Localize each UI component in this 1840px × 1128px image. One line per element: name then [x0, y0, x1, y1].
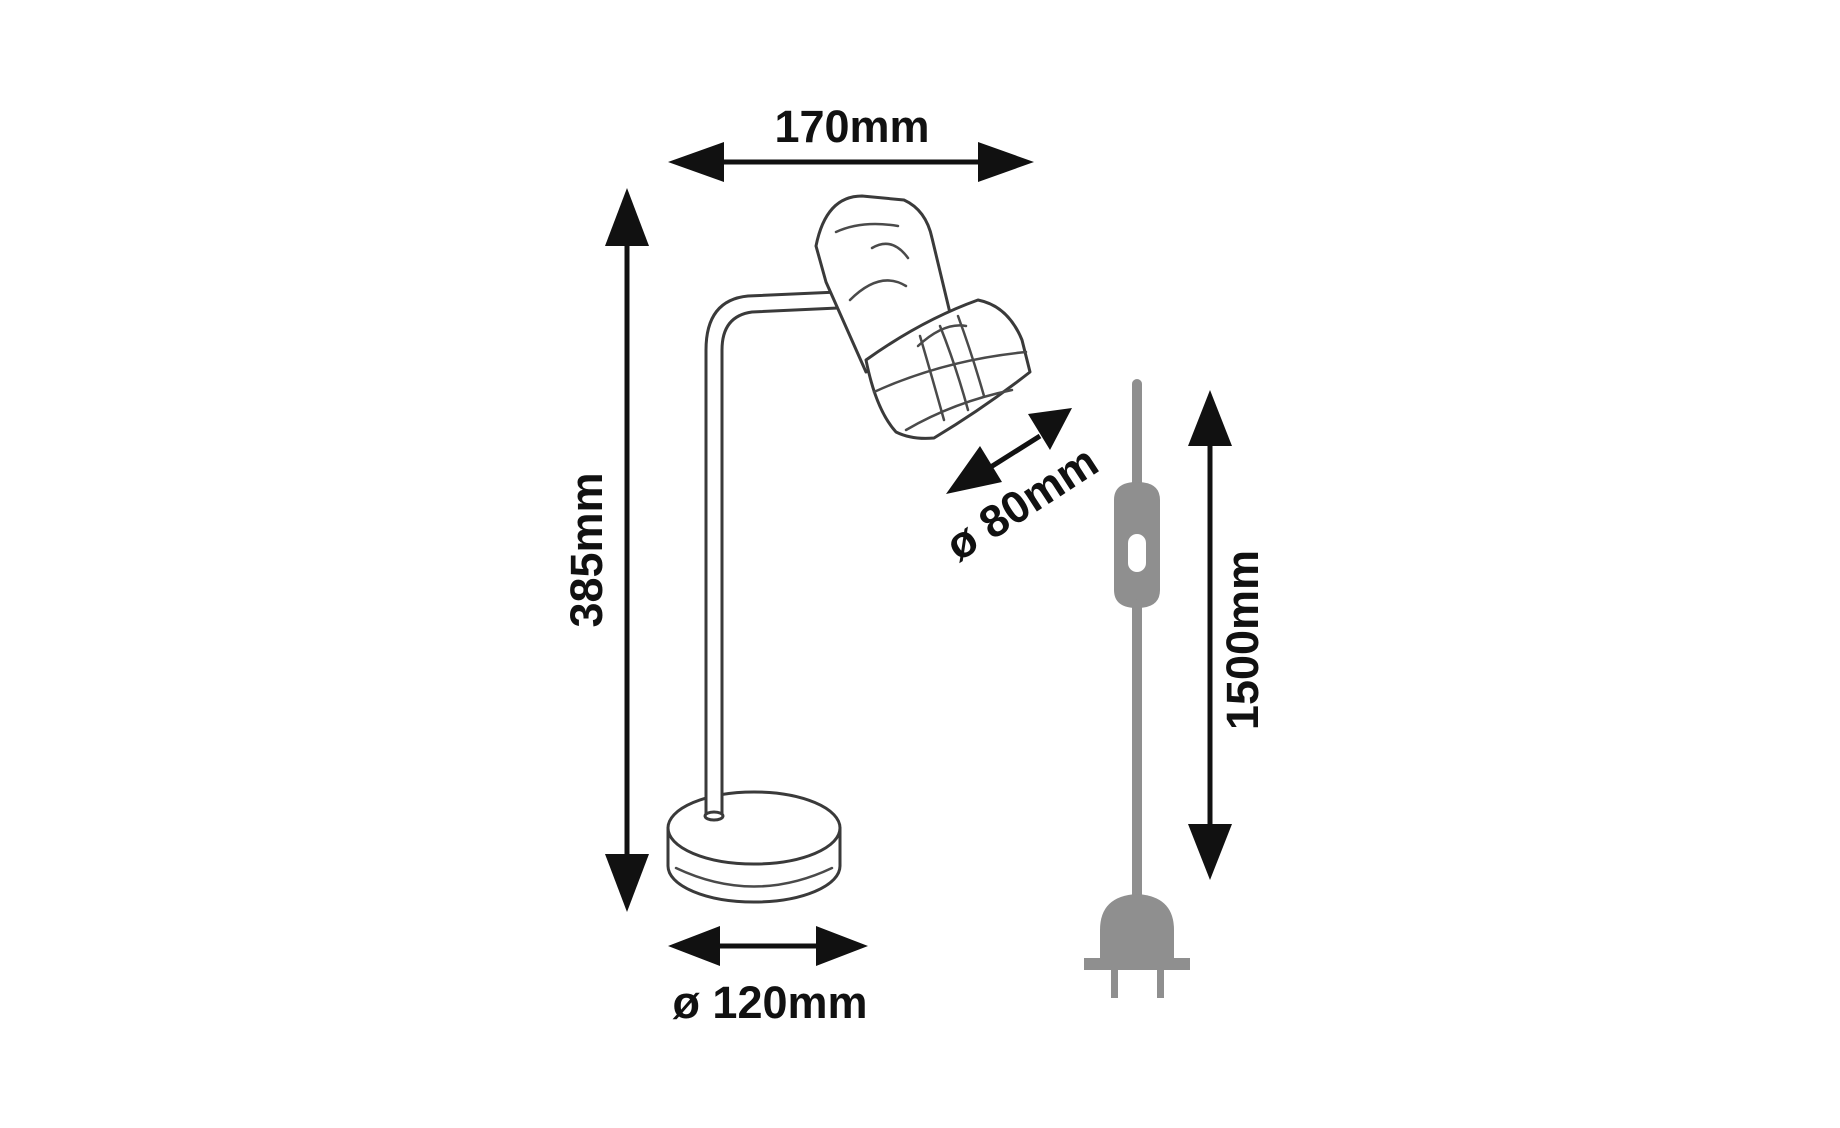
- lamp-arm: [703, 290, 840, 822]
- cable-length-label: 1500mm: [1217, 550, 1268, 730]
- overall-width-label: 170mm: [774, 101, 929, 152]
- base-diameter-dimension-arrow: [668, 926, 868, 966]
- overall-height-label: 385mm: [561, 472, 612, 627]
- lamp-shade: [864, 298, 1032, 440]
- inline-switch-icon: [1114, 482, 1160, 608]
- width-dimension-arrow: [668, 142, 1034, 182]
- height-dimension-arrow: [605, 188, 649, 912]
- desk-lamp-outline-icon: [666, 194, 1032, 904]
- shade-diameter-label: ø 80mm: [936, 435, 1106, 570]
- lamp-base: [666, 790, 842, 904]
- power-plug-icon: [1084, 894, 1190, 998]
- power-cable: [1084, 379, 1190, 998]
- shade-diameter-dimension-arrow: [946, 408, 1072, 494]
- base-diameter-label: ø 120mm: [672, 977, 867, 1028]
- cable-length-dimension-arrow: [1188, 390, 1232, 880]
